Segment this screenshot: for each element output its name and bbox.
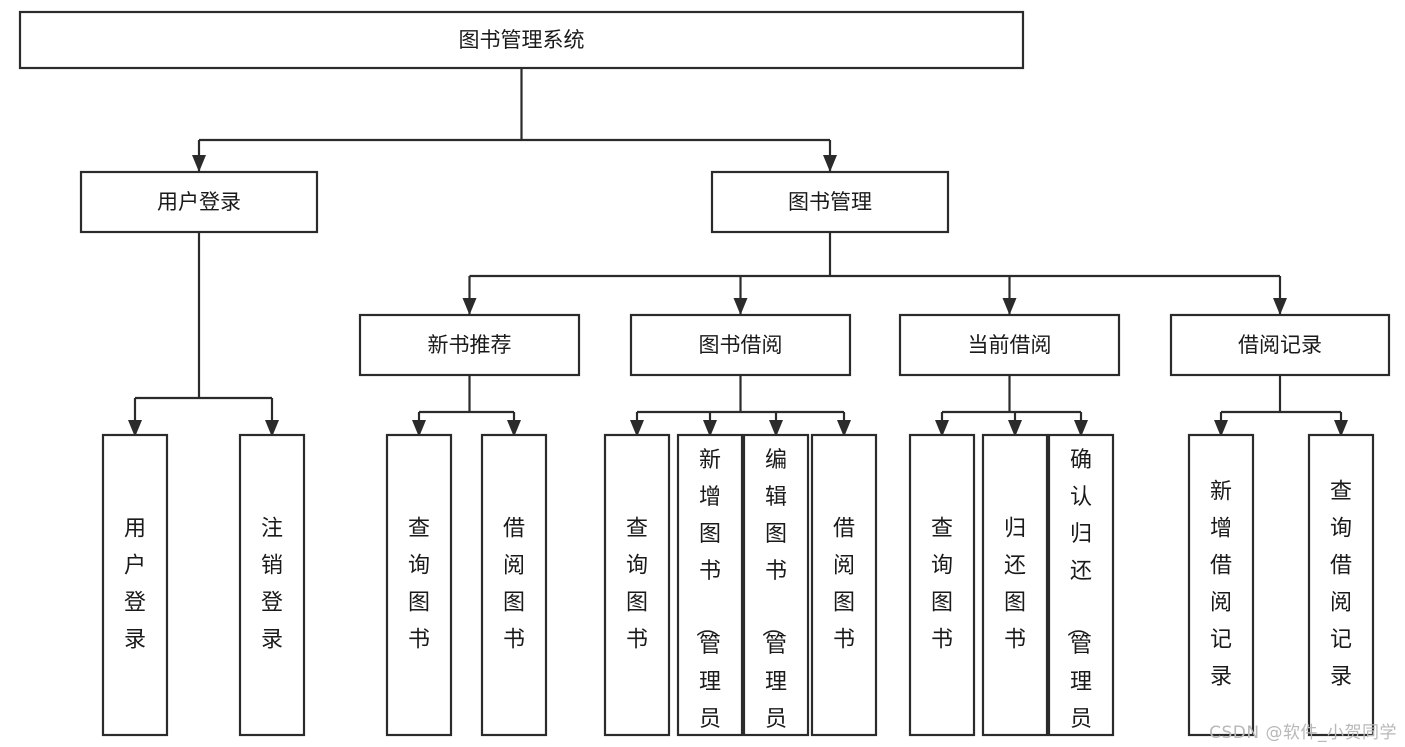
connectors-layer [128, 68, 1348, 437]
leaf-label: 查询图书 [408, 517, 430, 653]
arrow-down-icon [823, 155, 837, 172]
arrow-down-icon [1074, 420, 1088, 437]
leaf-box [981, 433, 1049, 737]
node-l3-借阅记录[interactable]: 借阅记录 [1169, 313, 1391, 377]
leaf-box [1187, 433, 1255, 737]
leaf-node-新增图书管理员[interactable]: 新增图书（管理员） [676, 433, 744, 747]
node-label: 新书推荐 [428, 333, 512, 357]
watermark-label: CSDN @软件_小贺同学 [1209, 723, 1397, 743]
node-label: 图书借阅 [699, 333, 783, 357]
node-label: 借阅记录 [1238, 333, 1322, 357]
leaf-node-归还图书[interactable]: 归还图书 [981, 433, 1049, 737]
node-box [18, 10, 1025, 70]
node-l2-用户登录[interactable]: 用户登录 [79, 170, 319, 234]
node-l3-新书推荐[interactable]: 新书推荐 [358, 313, 581, 377]
leaf-label: 用户登录 [124, 517, 146, 653]
nodes-layer: 图书管理系统用户登录图书管理新书推荐图书借阅当前借阅借阅记录用户登录注销登录查询… [18, 10, 1391, 747]
leaf-box [238, 433, 306, 737]
node-box [358, 313, 581, 377]
node-label: 用户登录 [157, 190, 241, 214]
leaf-label: 注销登录 [261, 517, 283, 653]
arrow-down-icon [1214, 420, 1228, 437]
node-l2-图书管理[interactable]: 图书管理 [710, 170, 950, 234]
leaf-node-借阅图书[interactable]: 借阅图书 [810, 433, 878, 737]
node-box [898, 313, 1121, 377]
leaf-label: 查询图书 [626, 517, 648, 653]
arrow-down-icon [507, 420, 521, 437]
leaf-label: 确认归还（管理员） [1064, 448, 1092, 747]
leaf-label: 新增图书（管理员） [693, 448, 721, 747]
leaf-label: 编辑图书（管理员） [759, 448, 787, 747]
node-box [710, 170, 950, 234]
leaf-node-注销登录[interactable]: 注销登录 [238, 433, 306, 737]
arrow-down-icon [837, 420, 851, 437]
leaf-node-新增借阅记录[interactable]: 新增借阅记录 [1187, 433, 1255, 737]
arrow-down-icon [1334, 420, 1348, 437]
leaf-node-编辑图书管理员[interactable]: 编辑图书（管理员） [742, 433, 810, 747]
leaf-label: 借阅图书 [833, 517, 855, 653]
leaf-box [480, 433, 548, 737]
arrow-down-icon [630, 420, 644, 437]
node-l3-当前借阅[interactable]: 当前借阅 [898, 313, 1121, 377]
arrow-down-icon [703, 420, 717, 437]
arrow-down-icon [192, 155, 206, 172]
leaf-node-查询图书[interactable]: 查询图书 [385, 433, 453, 737]
leaf-label: 查询借阅记录 [1330, 480, 1352, 690]
arrow-down-icon [1273, 298, 1287, 315]
leaf-box [742, 433, 810, 737]
leaf-label: 归还图书 [1004, 517, 1026, 653]
arrow-down-icon [935, 420, 949, 437]
node-l3-图书借阅[interactable]: 图书借阅 [629, 313, 852, 377]
arrow-down-icon [265, 420, 279, 437]
leaf-label: 查询图书 [931, 517, 953, 653]
leaf-label: 借阅图书 [503, 517, 525, 653]
leaf-label: 新增借阅记录 [1210, 480, 1232, 690]
leaf-node-查询图书[interactable]: 查询图书 [908, 433, 976, 737]
arrow-down-icon [1002, 298, 1017, 315]
leaf-node-用户登录[interactable]: 用户登录 [101, 433, 169, 737]
arrow-down-icon [128, 420, 142, 437]
leaf-node-查询图书[interactable]: 查询图书 [603, 433, 671, 737]
leaf-box [810, 433, 878, 737]
arrow-down-icon [462, 298, 477, 315]
leaf-box [908, 433, 976, 737]
node-box [79, 170, 319, 234]
arrow-down-icon [1008, 420, 1022, 437]
node-box [629, 313, 852, 377]
leaf-node-查询借阅记录[interactable]: 查询借阅记录 [1307, 433, 1375, 737]
leaf-node-借阅图书[interactable]: 借阅图书 [480, 433, 548, 737]
leaf-box [1307, 433, 1375, 737]
node-box [1169, 313, 1391, 377]
arrow-down-icon [733, 298, 748, 315]
leaf-box [101, 433, 169, 737]
arrow-down-icon [769, 420, 783, 437]
leaf-box [1047, 433, 1115, 737]
leaf-box [676, 433, 744, 737]
node-label: 当前借阅 [968, 333, 1052, 357]
leaf-box [385, 433, 453, 737]
node-label: 图书管理 [788, 190, 872, 214]
node-label: 图书管理系统 [459, 28, 585, 52]
leaf-box [603, 433, 671, 737]
node-root-图书管理系统[interactable]: 图书管理系统 [18, 10, 1025, 70]
leaf-node-确认归还管理员[interactable]: 确认归还（管理员） [1047, 433, 1115, 747]
arrow-down-icon [412, 420, 426, 437]
